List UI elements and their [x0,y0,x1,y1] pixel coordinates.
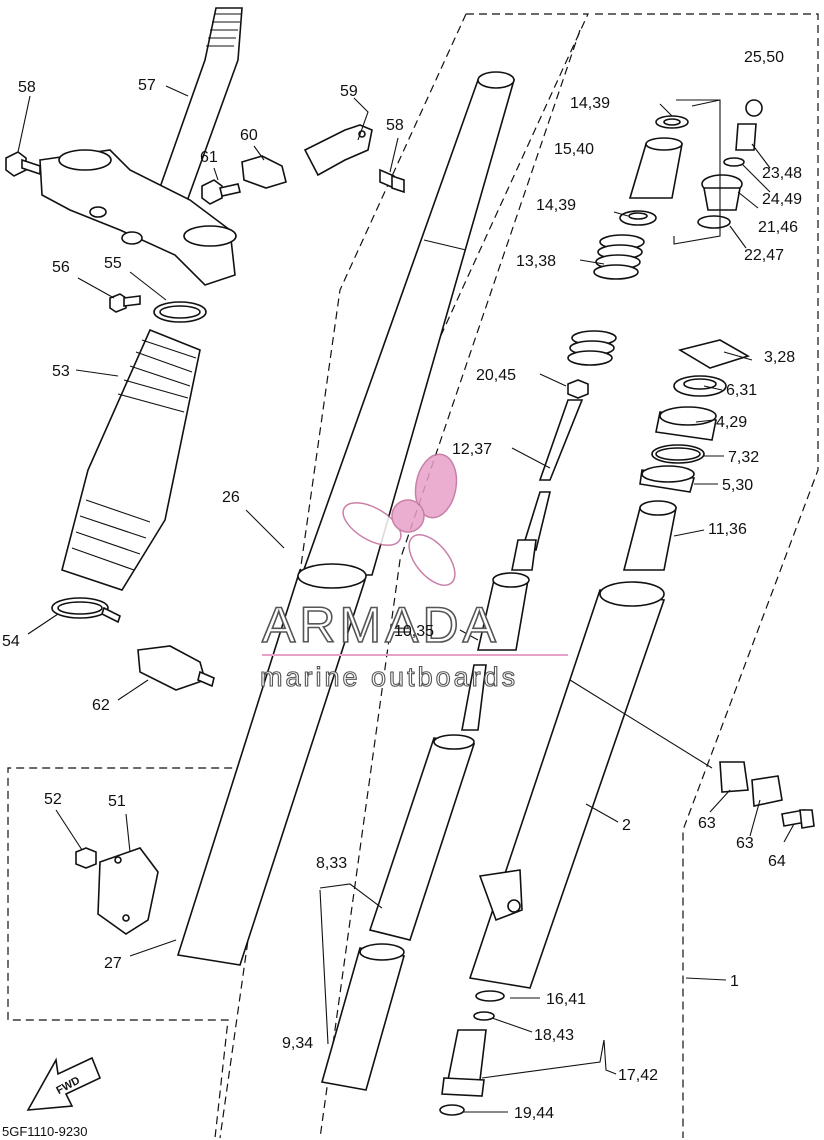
inner-tube-26 [300,71,516,576]
piston-10-35 [461,572,530,731]
callout-label: 5,30 [722,477,753,494]
triple-clamp [39,149,237,286]
callout-label: 14,39 [570,95,610,112]
watermark-brand: ARMADA [262,597,500,653]
watermark-propeller-logo [342,453,458,586]
bolt-61 [201,179,241,205]
outer-tube-27 [176,563,367,966]
bolt-64 [781,809,815,829]
washer-16-41 [475,990,505,1002]
callout-label: 62 [92,697,110,714]
callout-label: 58 [18,79,36,96]
callout-label: 10,35 [394,623,434,640]
callout-label: 63 [698,815,716,832]
bracket-59 [303,124,373,177]
washer-19-44 [439,1104,465,1116]
clamp-60 [241,155,287,189]
drawing-code: 5GF1110-9230 [2,1124,88,1139]
callout-label: 6,31 [726,382,757,399]
nut-52 [75,847,97,869]
callout-label: 24,49 [762,191,802,208]
leader-lines [17,85,795,1113]
callout-label: 63 [736,835,754,852]
band-55 [153,301,207,323]
screw-56 [109,293,141,313]
callout-label: 52 [44,791,62,808]
callout-label: 27 [104,955,122,972]
watermark-tagline: marine outboards [260,662,518,692]
callout-label: 18,43 [534,1027,574,1044]
callout-label: 53 [52,363,70,380]
oring-22-47 [697,215,731,229]
cap-21-46 [701,174,743,211]
bolt-58-right [379,168,405,194]
nut-20-45 [567,379,589,399]
steering-stem [150,7,243,216]
callout-label: 19,44 [514,1105,554,1122]
callout-label: 54 [2,633,20,650]
callout-label: 21,46 [758,219,798,236]
bolt-58-left [5,151,41,177]
callout-label: 1 [730,973,739,990]
callout-label: 56 [52,259,70,276]
callout-label: 23,48 [762,165,802,182]
callout-labels: 58 57 59 58 60 61 56 55 53 26 54 62 52 5… [2,49,802,1122]
cap-bolt-25-50 [745,99,763,117]
bushing-4-29 [655,406,717,441]
callout-label: 2 [622,817,631,834]
spacer-15-40 [628,137,683,199]
outer-tube-2 [468,581,666,989]
callout-label: 9,34 [282,1035,313,1052]
callout-label: 12,37 [452,441,492,458]
fork-boot-53 [61,328,201,591]
callout-label: 25,50 [744,49,784,66]
callout-label: 60 [240,127,258,144]
callout-label: 15,40 [554,141,594,158]
seal-6-31 [673,375,727,397]
washer-14-39-bottom [619,210,657,226]
callout-label: 61 [200,149,218,166]
clamp-63-right [751,775,783,807]
callout-label: 57 [138,77,156,94]
oil-seal-3-28 [677,339,750,369]
callout-label: 59 [340,83,358,100]
callout-label: 55 [104,255,122,272]
washer-14-39-top [655,115,689,129]
ring-7-32 [651,444,705,464]
callout-label: 51 [108,793,126,810]
callout-label: 22,47 [744,247,784,264]
callout-label: 8,33 [316,855,347,872]
clamp-63-left [719,761,749,793]
cylinder-9-34 [320,943,406,1091]
valve-23-48 [735,123,757,151]
callout-label: 58 [386,117,404,134]
callout-label: 14,39 [536,197,576,214]
plate-51 [97,847,159,935]
band-54 [51,597,121,624]
callout-label: 16,41 [546,991,586,1008]
watermark: ARMADA marine outboards [259,453,568,693]
callout-label: 7,32 [728,449,759,466]
oring-18-43 [473,1011,495,1021]
bushing-5-30 [639,465,696,493]
bushing-11-36 [622,500,677,571]
callout-label: 4,29 [716,414,747,431]
callout-label: 26 [222,489,240,506]
callout-label: 64 [768,853,786,870]
callout-label: 11,36 [708,521,747,538]
callout-label: 13,38 [516,253,556,270]
callout-label: 17,42 [618,1067,658,1084]
clamp-62 [137,645,215,691]
cylinder-8-33 [368,734,476,941]
fwd-arrow-icon: FWD [26,1056,102,1111]
bolt-17-42 [441,1029,487,1097]
spring-13-38 [567,234,645,366]
callout-label: 3,28 [764,349,795,366]
damper-rod-12-37 [511,399,584,571]
oring-24-49 [723,157,745,167]
callout-label: 20,45 [476,367,516,384]
